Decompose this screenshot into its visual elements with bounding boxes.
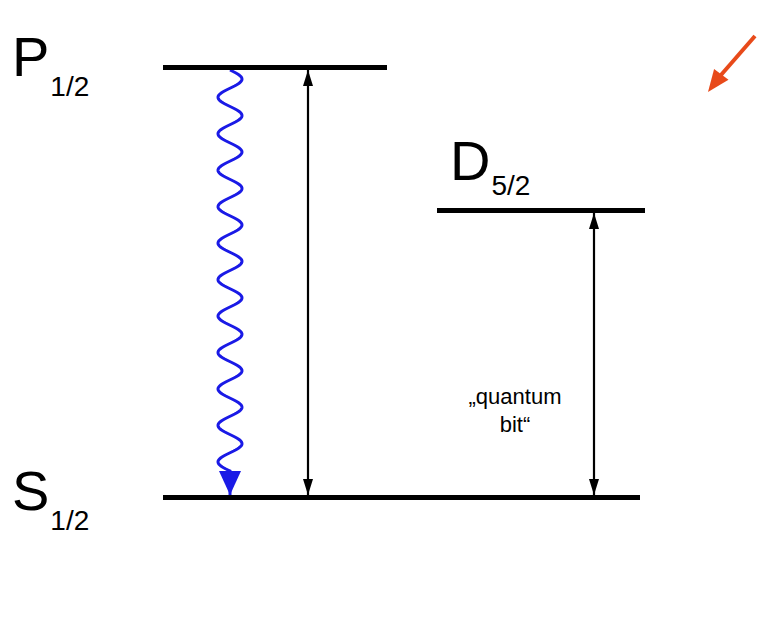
level-subscript: 5/2 [491, 172, 530, 200]
level-label: D [450, 133, 490, 189]
level-subscript: 1/2 [50, 507, 89, 535]
transition-arrow [307, 70, 309, 495]
qubit-ellipse-fill [435, 65, 715, 610]
callout-arrow-shaft [721, 36, 755, 75]
emission-wavy-arrow [218, 70, 242, 495]
transition-arrow [593, 213, 595, 495]
qubit-label: „quantum bit“ [460, 383, 570, 438]
callout-arrow-head [708, 69, 729, 92]
level-label: S [12, 463, 49, 519]
energy-level: P1/2 [163, 65, 387, 70]
energy-level: D5/2 [437, 208, 645, 213]
qubit-region: D5/2 „quantum bit“ [435, 65, 715, 610]
energy-level: S1/2 [163, 495, 640, 500]
level-subscript: 1/2 [50, 73, 89, 101]
level-label: P [12, 29, 49, 85]
